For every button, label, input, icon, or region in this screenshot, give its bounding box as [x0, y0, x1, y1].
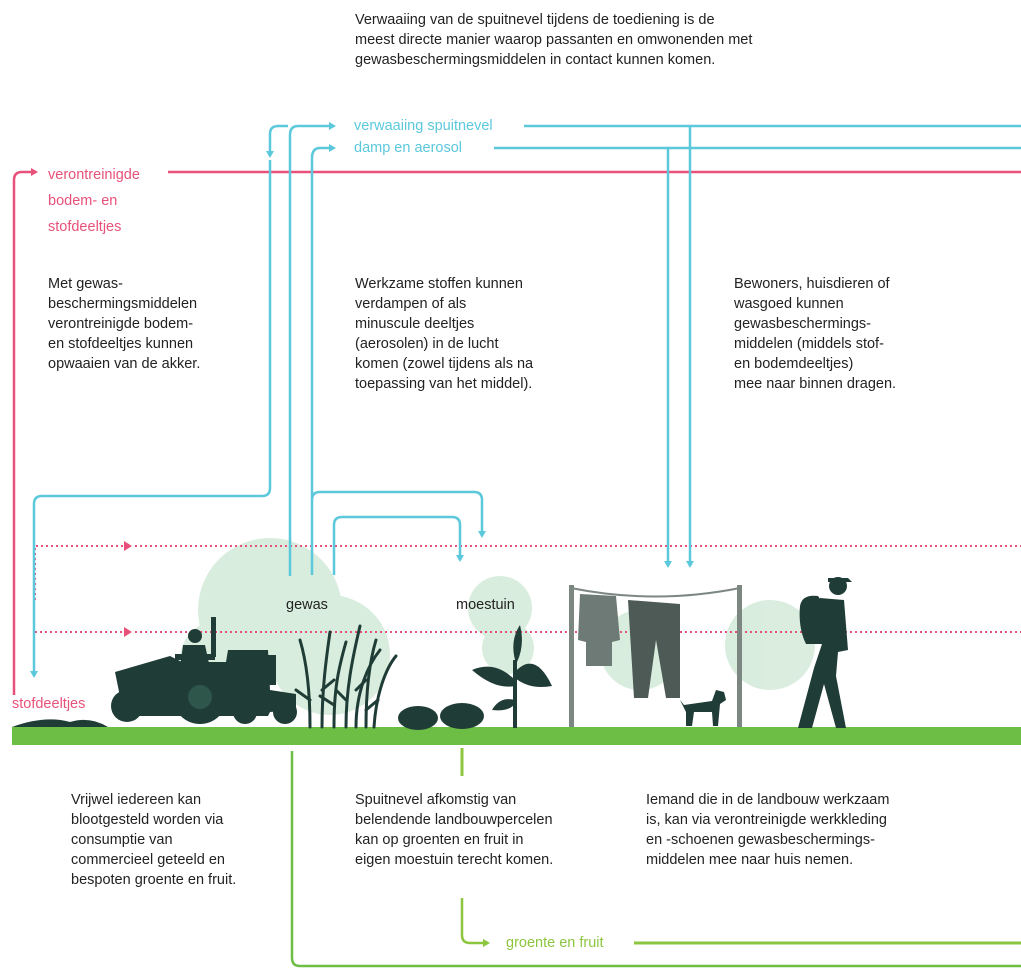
paragraph-line: Spuitnevel afkomstig van [355, 792, 517, 808]
paragraph-line: en stofdeeltjes kunnen [48, 336, 194, 352]
hiker-icon [798, 577, 852, 728]
paragraph-line: komen (zowel tijdens als na [355, 356, 534, 372]
dog-icon [680, 690, 726, 726]
vapour-paragraph: Werkzame stoffen kunnen verdampen of als… [355, 274, 533, 394]
soil-dust-route [12, 168, 1021, 695]
garden-drift-paragraph: Spuitnevel afkomstig van belendende land… [355, 790, 553, 870]
paragraph-line: verontreinigde bodem- [48, 316, 194, 332]
soil-dust-label-line: stofdeeltjes [48, 219, 122, 235]
paragraph-line: consumptie van [71, 832, 173, 848]
tractor-icon [111, 617, 297, 724]
paragraph-line: commercieel geteeld en [71, 852, 225, 868]
cabbage-icon [398, 703, 484, 730]
vapour-label: damp en aerosol [354, 140, 463, 156]
crop-label: gewas [286, 597, 328, 613]
dust-drift-lines [34, 545, 1021, 633]
paragraph-line: Vrijwel iedereen kan [71, 792, 202, 808]
paragraph-line: is, kan via verontreinigde werkkleding [646, 812, 887, 828]
paragraph-line: en bodemdeeltjes) [734, 356, 854, 372]
paragraph-line: Iemand die in de landbouw werkzaam [646, 792, 890, 808]
paragraph-line: eigen moestuin terecht komen. [355, 852, 554, 868]
paragraph-line: middelen (middels stof- [734, 336, 884, 352]
paragraph-line: Werkzame stoffen kunnen [355, 276, 523, 292]
ground-strip [12, 727, 1021, 745]
paragraph-line: middelen mee naar huis nemen. [646, 852, 854, 868]
residents-paragraph: Bewoners, huisdieren of wasgoed kunnen g… [734, 274, 896, 394]
soil-dust-paragraph: Met gewas- beschermingsmiddelen verontre… [48, 274, 200, 374]
paragraph-line: blootgesteld worden via [71, 812, 224, 828]
paragraph-line: kan op groenten en fruit in [355, 832, 524, 848]
food-routes [290, 748, 1021, 968]
paragraph-line: toepassing van het middel). [355, 376, 533, 392]
dust-pile-icon [12, 719, 108, 727]
clothesline-icon [569, 585, 742, 727]
paragraph-line: minuscule deeltjes [355, 316, 475, 332]
paragraph-line: (aerosolen) in de lucht [355, 336, 499, 352]
dust-clouds [180, 538, 815, 715]
workers-paragraph: Iemand die in de landbouw werkzaam is, k… [646, 790, 889, 870]
consumption-paragraph: Vrijwel iedereen kan blootgesteld worden… [71, 790, 236, 890]
crop-icon [294, 624, 398, 729]
drift-routes [30, 122, 1021, 678]
paragraph-line: mee naar binnen dragen. [734, 376, 897, 392]
paragraph-line: verdampen of als [355, 296, 467, 312]
plant-icon [472, 625, 552, 728]
soil-dust-label: verontreinigde bodem- en stofdeeltjes [48, 162, 140, 240]
paragraph-line: gewasbeschermings- [734, 316, 872, 332]
intro-line: Verwaaiing van de spuitnevel tijdens de … [355, 12, 715, 28]
paragraph-line: Met gewas- [48, 276, 123, 292]
produce-label: groente en fruit [506, 935, 604, 951]
dust-label: stofdeeltjes [12, 695, 88, 713]
garden-label: moestuin [456, 597, 515, 613]
intro-line: gewasbeschermingsmiddelen in contact kun… [355, 52, 716, 68]
paragraph-line: bespoten groente en fruit. [71, 872, 237, 888]
paragraph-line: Bewoners, huisdieren of [734, 276, 890, 292]
paragraph-line: opwaaien van de akker. [48, 356, 201, 372]
drift-label: verwaaiing spuitnevel [354, 118, 493, 134]
intro-paragraph: Verwaaiing van de spuitnevel tijdens de … [355, 10, 752, 70]
soil-dust-label-line: bodem- en [48, 193, 118, 209]
intro-line: meest directe manier waarop passanten en… [355, 32, 753, 48]
paragraph-line: beschermingsmiddelen [48, 296, 198, 312]
paragraph-line: en -schoenen gewasbeschermings- [646, 832, 875, 848]
paragraph-line: belendende landbouwpercelen [355, 812, 553, 828]
paragraph-line: wasgoed kunnen [734, 296, 844, 312]
soil-dust-label-line: verontreinigde [48, 167, 140, 183]
